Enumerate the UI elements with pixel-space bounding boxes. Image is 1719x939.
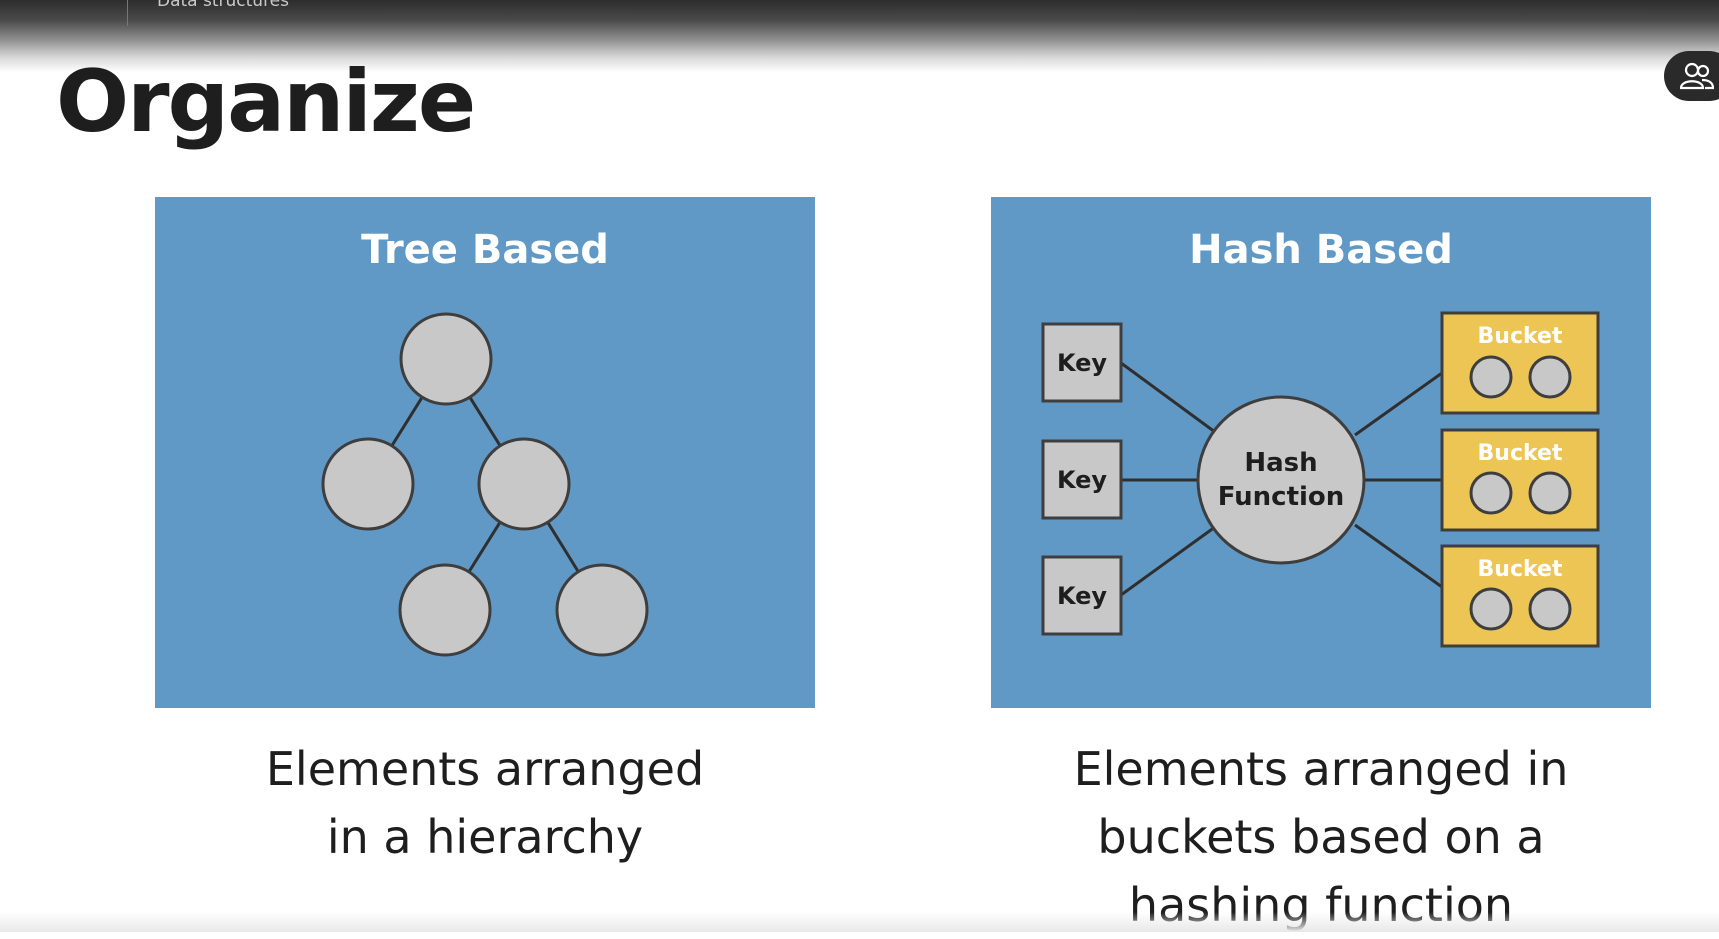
tree-node [321,437,415,531]
key-label: Key [1057,582,1107,610]
hash-edge [1120,361,1216,434]
hash-edge [1120,525,1216,597]
tree-root-node [399,312,493,406]
hash-caption: Elements arranged in buckets based on a … [991,735,1651,939]
people-button[interactable] [1664,51,1719,101]
hash-caption-line: Elements arranged in [1073,742,1569,796]
bucket-item [1469,587,1513,631]
tree-based-panel: Tree Based [155,197,815,708]
bottom-shade [0,912,1719,932]
bucket-item [1528,471,1572,515]
bucket-box [1440,428,1600,532]
hash-caption-line: buckets based on a [1097,810,1545,864]
key-box [1041,439,1123,520]
bucket-item [1469,471,1513,515]
hash-edge [1354,523,1443,589]
bucket-label: Bucket [1478,324,1563,349]
tree-caption: Elements arranged in a hierarchy [155,735,815,871]
hash-based-panel: Hash Based Key Key Key Hash Function Buc… [991,197,1651,708]
tree-caption-line: in a hierarchy [326,810,644,864]
bucket-label: Bucket [1478,557,1563,582]
tree-panel-title: Tree Based [361,227,609,273]
video-title: Data structures [157,0,289,11]
tree-leaf-node [555,563,649,657]
tree-node [477,437,571,531]
bucket-label: Bucket [1478,441,1563,466]
bucket-box [1440,544,1600,648]
key-box [1041,322,1123,403]
people-icon [1680,62,1714,90]
tree-diagram [321,312,649,657]
bucket-item [1528,355,1572,399]
hash-function-label-line1: Hash [1244,448,1317,478]
hash-panel-title: Hash Based [1189,227,1453,273]
hash-function-node [1196,395,1366,565]
video-top-bar: Data structures [0,0,1719,72]
bucket-item [1528,587,1572,631]
key-label: Key [1057,349,1107,377]
bucket-box [1440,311,1600,415]
tree-caption-line: Elements arranged [265,742,705,796]
hash-diagram: Key Key Key Hash Function Bucket Bucket … [1041,311,1600,648]
tree-leaf-node [398,563,492,657]
key-box [1041,555,1123,636]
topbar-divider [127,0,128,26]
key-label: Key [1057,466,1107,494]
slide-title: Organize [56,52,476,152]
bucket-item [1469,355,1513,399]
hash-function-label-line2: Function [1218,482,1345,512]
hash-edge [1354,371,1443,437]
